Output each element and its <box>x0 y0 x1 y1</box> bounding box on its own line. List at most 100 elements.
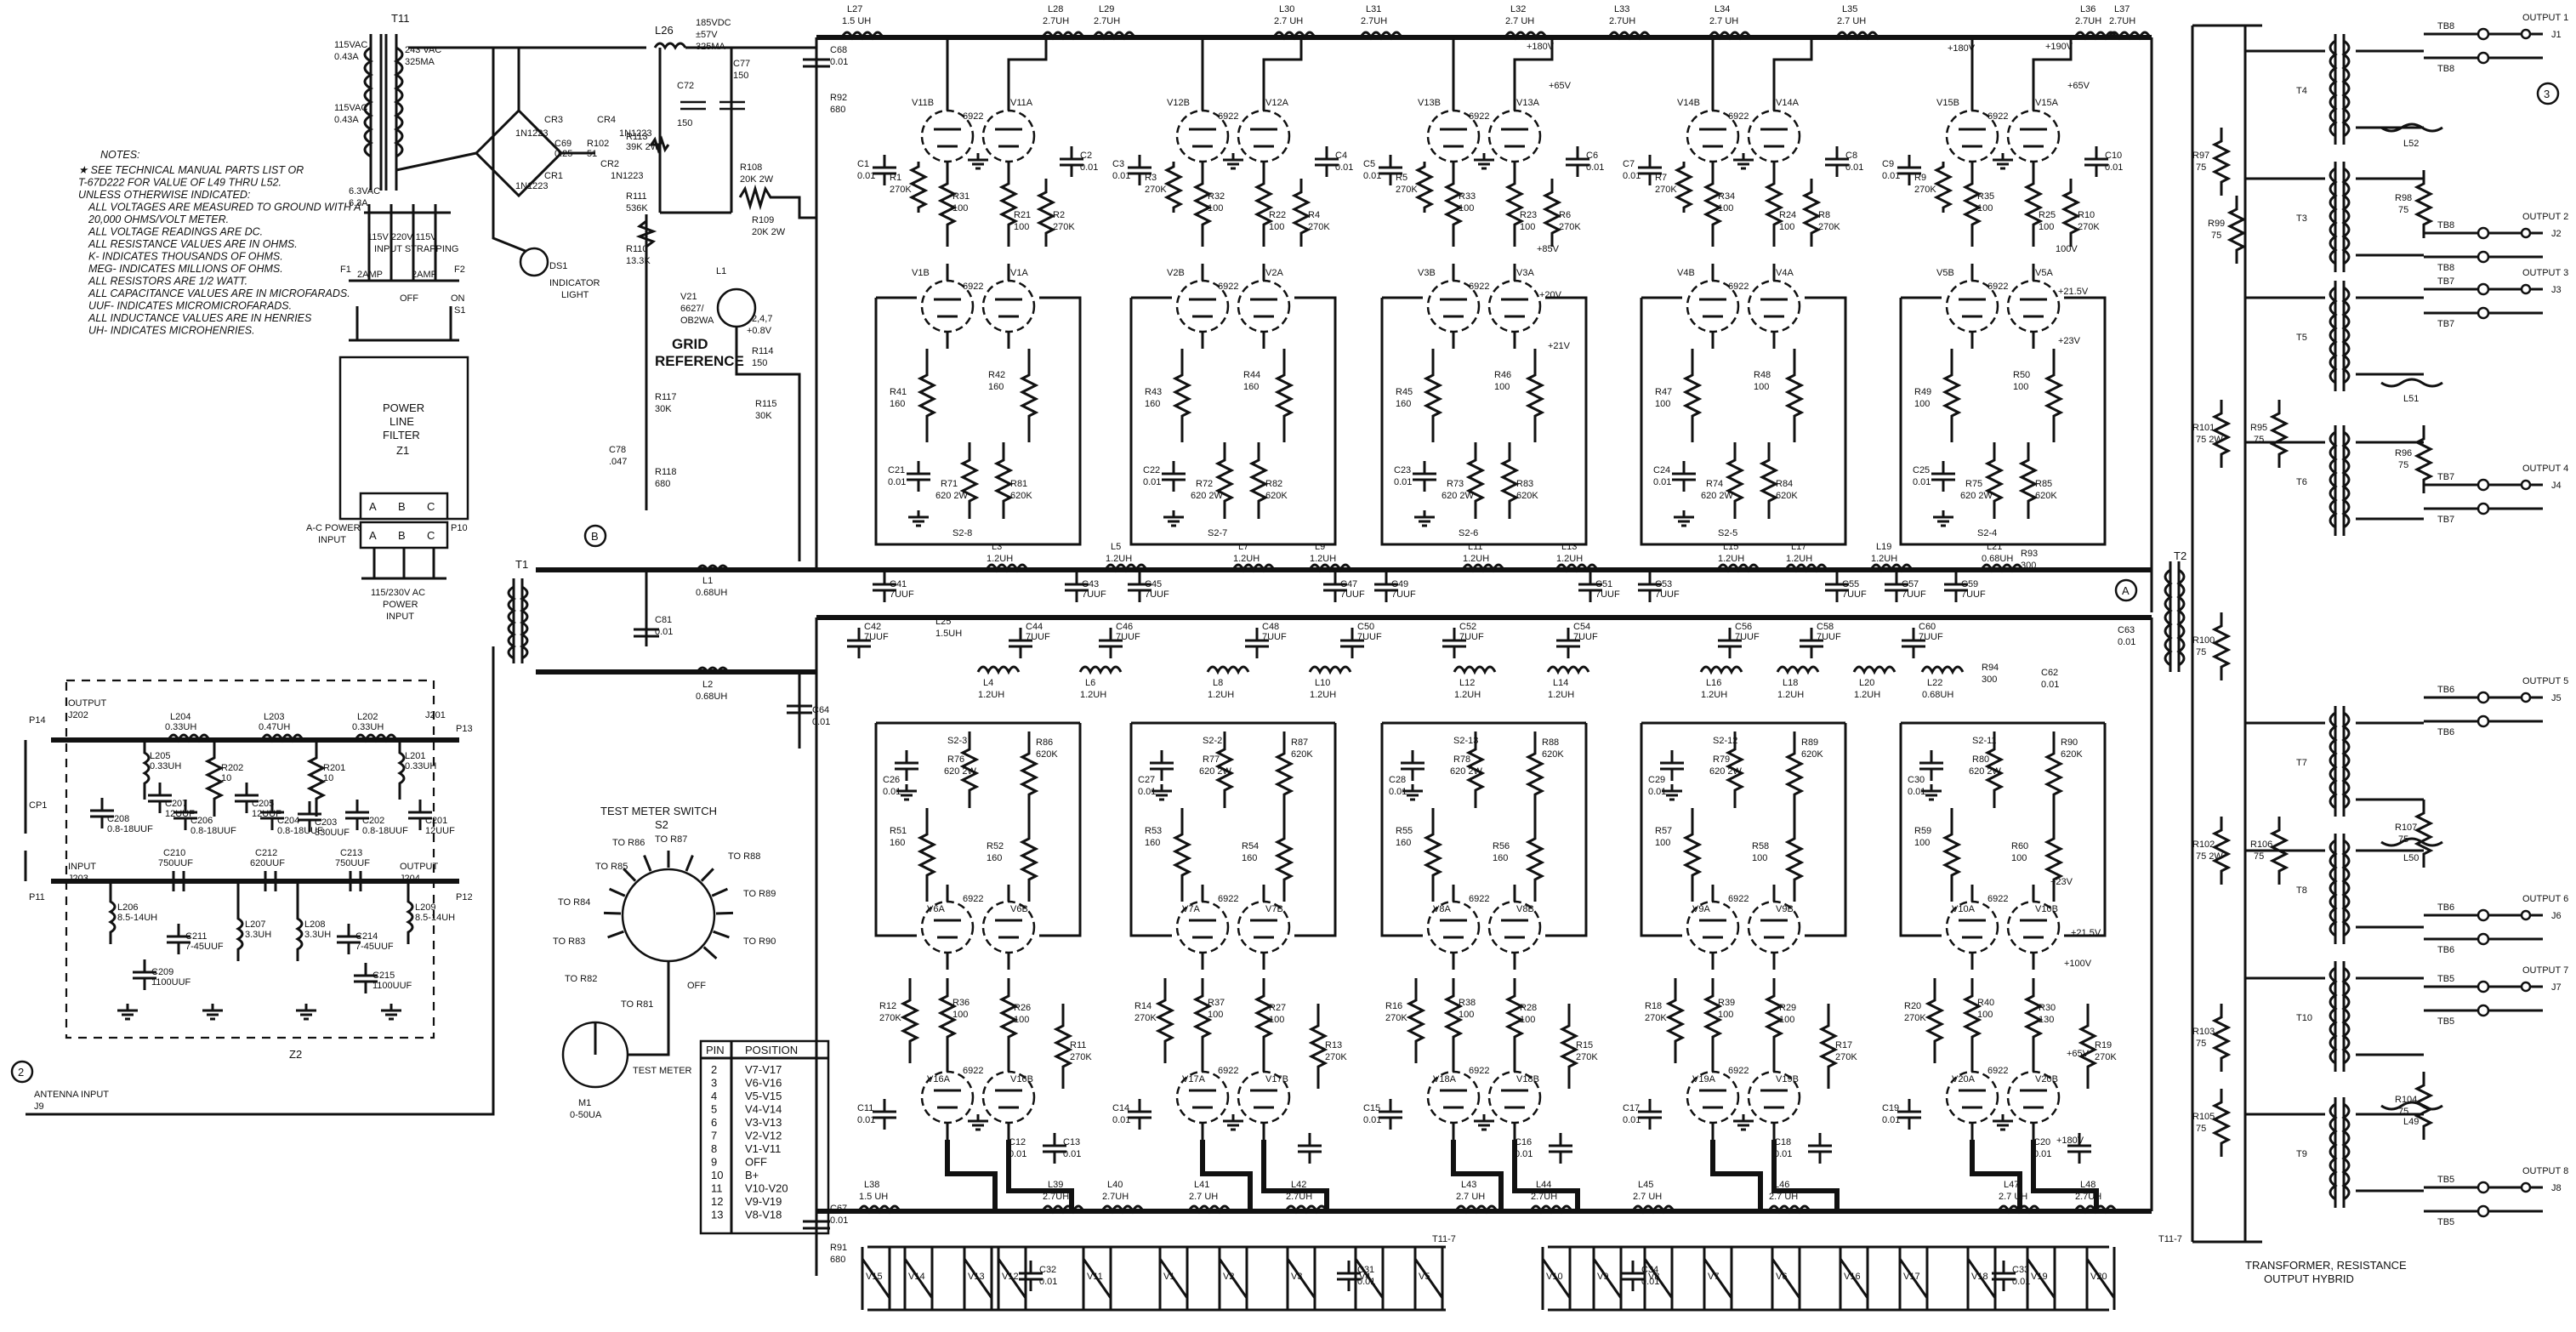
capacitor-c212 <box>264 871 277 891</box>
lower-stage-3-label-type-top: 6922 <box>1728 894 1749 904</box>
label-output-6-name: OUTPUT 7 <box>2522 965 2568 976</box>
lower-stage-4-capacitor-c26 <box>1919 750 1943 781</box>
upper-bus-ind-label-4: L11 <box>1468 542 1483 552</box>
lower-stage-4-label-c26-value: 0.01 <box>1908 787 1925 797</box>
upper-stage-1-ground-top <box>1223 153 1243 170</box>
upper-stage-1-label-r21-value: 100 <box>1269 222 1284 232</box>
label-57v: ±57V <box>696 30 718 40</box>
hybrid-transformer-6-primary <box>2329 966 2338 1065</box>
lower-stage-3-label-c12-value: 0.01 <box>1774 1149 1792 1159</box>
upper-stage-0-label-r31-value: 100 <box>952 203 968 213</box>
label-p10: P10 <box>451 523 468 533</box>
lower-stage-4-label-type-bottom: 6922 <box>1987 1066 2008 1076</box>
label-p12: P12 <box>456 892 473 902</box>
upper-stage-2-label-r1: R5 <box>1396 173 1407 183</box>
lower-stage-4-resistor-r26 <box>2023 978 2044 1055</box>
label-2amp-a: 2AMP <box>357 270 383 280</box>
label-output-4-tb1: TB6 <box>2437 685 2454 695</box>
label-hybrid-transformer-0: T4 <box>2296 86 2307 96</box>
top-inductor-10 <box>2107 31 2152 41</box>
lower-stage-0-cathode-frame <box>874 721 1082 937</box>
label-l1-value: 0.68UH <box>696 588 727 598</box>
lower-stage-4-resistor-r36 <box>1962 978 1982 1055</box>
upper-stage-4-resistor-r42 <box>2044 349 2064 442</box>
upper-stage-1-label-r21: R22 <box>1269 210 1286 220</box>
capacitor-c207 <box>148 783 172 813</box>
hybrid-transformer-0-leads <box>2245 49 2424 129</box>
hybrid-transformer-7-secondary <box>2341 1102 2351 1201</box>
label-185vdc: 185VDC <box>696 18 731 28</box>
lower-stage-2-label-c12-value: 0.01 <box>1515 1149 1533 1159</box>
table-frame <box>699 1039 830 1235</box>
label-r117-value: 30K <box>655 404 672 414</box>
label-bottom-inductor-4: L42 <box>1291 1180 1306 1190</box>
lower-stage-4-resistor-r11 <box>2078 1004 2098 1089</box>
lower-bus-cap-value-7: 7UUF <box>1735 632 1760 642</box>
lower-stage-0-label-r86-value: 620K <box>1036 749 1058 760</box>
label-output-0-tb2: TB8 <box>2437 64 2454 74</box>
lower-stage-1-label-type-top: 6922 <box>1218 894 1238 904</box>
label-output-4-name: OUTPUT 5 <box>2522 676 2568 686</box>
filament-capacitor-2 <box>1621 1261 1645 1291</box>
hybrid-resistor-4 <box>2269 400 2289 468</box>
label-c72-value: 150 <box>677 118 692 128</box>
label-s1-off: OFF <box>400 293 418 304</box>
upper-stage-3-label-r21-value: 100 <box>1779 222 1794 232</box>
upper-bus-inductor-6 <box>1716 563 1760 573</box>
upper-stage-0-label-r81-value: 620K <box>1010 491 1032 501</box>
upper-mid-volt-4: +180V <box>1948 43 1976 54</box>
upper-bus-ind-value-7: 1.2UH <box>1786 554 1812 564</box>
upper-stage-0-label-s2: S2-8 <box>952 528 972 538</box>
label-hybrid-resistor-value-3: 75 2W <box>2196 435 2223 445</box>
table-grid <box>701 1041 828 1233</box>
lower-stage-2-label-vbot2: V18B <box>1516 1074 1539 1084</box>
output-5-jack <box>2520 909 2532 921</box>
label-c78: C78 <box>609 445 626 455</box>
lower-stage-0-label-c11-value: 0.01 <box>857 1115 875 1125</box>
lower-stage-1-plate-leads <box>1200 1140 1329 1211</box>
label-to-r87: TO R87 <box>655 834 687 845</box>
upper-stage-1-plate-leads <box>1201 37 1303 94</box>
capacitor-c203 <box>298 801 321 832</box>
label-output-j204: OUTPUT <box>400 862 439 872</box>
lower-stage-2-resistor-r76 <box>1465 731 1486 808</box>
filament-5 <box>1158 1247 1189 1310</box>
upper-bus-inductor-4 <box>1461 563 1505 573</box>
upper-bus-capacitor-2 <box>1128 572 1152 602</box>
notes-line-5: ALL VOLTAGE READINGS ARE DC. <box>88 226 263 238</box>
upper-stage-2-resistor-r2 <box>1542 179 1562 247</box>
label-r92-value: 680 <box>830 105 845 115</box>
label-hybrid-transformer-2: T5 <box>2296 333 2307 343</box>
upper-bus-cap-label-1: C43 <box>1082 579 1099 589</box>
label-top-inductor-9: L36 <box>2080 4 2095 14</box>
switch-contact-6 <box>685 854 694 872</box>
upper-stage-2-label-r2-value: 270K <box>1559 222 1581 232</box>
lower-stage-0-label-c13-value: 0.01 <box>1063 1149 1081 1159</box>
lower-bus-cap-value-2: 7UUF <box>1116 632 1140 642</box>
lower-stage-3-label-r51-value: 100 <box>1655 838 1670 848</box>
label-pins-247: 2,4,7 <box>752 314 772 324</box>
upper-stage-2-label-vtop1: V13B <box>1418 98 1441 108</box>
label-c63: C63 <box>2118 625 2135 635</box>
lower-stage-2-ground <box>1474 1114 1494 1131</box>
label-ac-input: INPUT <box>318 535 346 545</box>
label-115-230vac: 115/230V AC <box>371 588 425 598</box>
upper-bus-ind-label-5: L13 <box>1561 542 1577 552</box>
upper-stage-0-resistor-r2 <box>1036 179 1056 247</box>
switch-contact-8 <box>711 887 729 897</box>
upper-bus-capacitor-7 <box>1825 572 1849 602</box>
label-p14: P14 <box>29 715 46 726</box>
label-top-inductor-value-10: 2.7UH <box>2109 16 2135 26</box>
lower-bus-capacitor-6 <box>1556 628 1580 658</box>
lower-stage-2-cathode-frame <box>1380 721 1588 937</box>
lower-stage-1-ground <box>1223 1114 1243 1131</box>
label-hybrid-resistor-value-4: 75 <box>2254 435 2264 445</box>
test-meter-rotary-switch <box>621 868 716 963</box>
lower-stage-0-label-r52: R52 <box>987 841 1004 851</box>
lower-stage-2-label-vbot1: V18A <box>1433 1074 1457 1084</box>
lower-stage-3-ground-top <box>1662 784 1682 801</box>
lower-stage-4-label-c12-value: 0.01 <box>2033 1149 2051 1159</box>
ac-input-leads <box>361 548 446 580</box>
resistor-r202 <box>204 740 225 817</box>
